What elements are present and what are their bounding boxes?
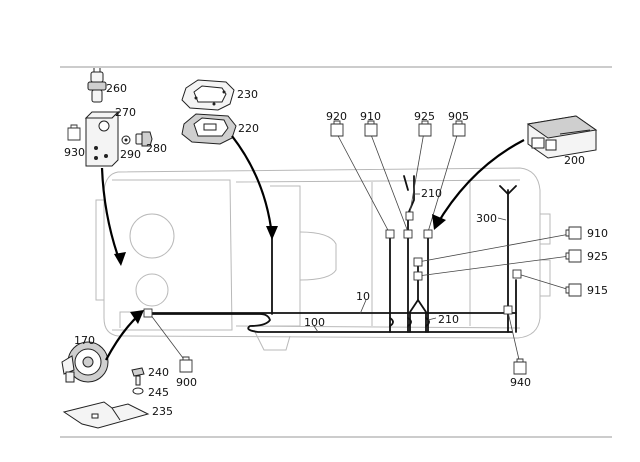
connector-905 — [423, 229, 433, 239]
callout-910-right: 910 — [565, 226, 608, 240]
arrow-lamp-to-vehicle — [231, 135, 274, 237]
vehicle-outline — [95, 167, 551, 351]
connector-plug-icon — [330, 120, 344, 137]
part-230: 230 — [181, 79, 258, 111]
label-920: 920 — [326, 110, 347, 123]
label-10: 10 — [356, 290, 370, 303]
part-220: 220 — [181, 113, 259, 145]
part-245: 245 — [132, 386, 169, 399]
arrow-bracket-to-vehicle — [100, 167, 122, 263]
label-270: 270 — [115, 106, 136, 119]
callout-920: 920 — [326, 110, 347, 137]
leader-lines — [108, 115, 571, 365]
label-905: 905 — [448, 110, 469, 123]
label-300: 300 — [476, 212, 497, 225]
part-290: 290 — [120, 135, 141, 161]
label-280: 280 — [146, 142, 167, 155]
label-910: 910 — [360, 110, 381, 123]
label-940: 940 — [510, 376, 531, 389]
callout-925-right: 925 — [565, 249, 608, 263]
callout-915-right: 915 — [565, 283, 608, 297]
label-240: 240 — [148, 366, 169, 379]
label-230: 230 — [237, 88, 258, 101]
callout-910: 910 — [360, 110, 381, 137]
connector-925 — [405, 211, 414, 221]
callout-940: 940 — [510, 358, 531, 389]
mounting-bracket-icon — [84, 110, 120, 167]
label-260: 260 — [106, 82, 127, 95]
label-915-right: 915 — [587, 284, 608, 297]
arrow-module-to-vehicle — [435, 139, 525, 227]
placement-arrows — [100, 135, 525, 361]
connector-plug-icon — [418, 120, 432, 137]
label-290: 290 — [120, 148, 141, 161]
connector-plug-icon — [513, 358, 527, 375]
callout-905: 905 — [448, 110, 469, 137]
connector-plug-icon — [67, 124, 81, 141]
label-245: 245 — [148, 386, 169, 399]
label-100: 100 — [304, 316, 325, 329]
part-260: 260 — [87, 68, 127, 103]
part-170: 170 — [61, 334, 109, 383]
label-925-right: 925 — [587, 250, 608, 263]
connector-plug-icon — [179, 356, 193, 373]
connector-plug-icon — [452, 120, 466, 137]
label-220: 220 — [238, 122, 259, 135]
connector-plug-icon — [565, 283, 582, 297]
washer-icon — [132, 387, 144, 395]
label-210-lower: 210 — [438, 313, 459, 326]
lamp-frame-icon — [181, 79, 235, 111]
label-900: 900 — [176, 376, 197, 389]
callout-930: 930 — [64, 124, 85, 159]
screw-icon — [135, 131, 153, 147]
mounting-plate-icon — [62, 401, 150, 429]
connector-plug-icon — [364, 120, 378, 137]
connector-915-mid — [512, 269, 522, 279]
wire-10 — [147, 313, 513, 333]
label-200: 200 — [564, 154, 585, 167]
harness-connectors — [143, 211, 522, 318]
connector-910-mid — [413, 257, 423, 267]
bulb-socket-icon — [87, 68, 107, 103]
arrow-horn-to-vehicle — [105, 313, 141, 361]
control-module-icon — [526, 115, 598, 159]
bolt-icon — [131, 367, 145, 386]
label-925: 925 — [414, 110, 435, 123]
label-910-right: 910 — [587, 227, 608, 240]
label-170: 170 — [74, 334, 95, 347]
part-200: 200 — [526, 115, 598, 167]
callout-925: 925 — [414, 110, 435, 137]
connector-plug-icon — [565, 249, 582, 263]
connector-910 — [403, 229, 413, 239]
callout-900: 900 — [176, 356, 197, 389]
part-280: 280 — [135, 131, 167, 155]
connector-925-mid — [413, 271, 423, 281]
lamp-housing-icon — [181, 113, 237, 145]
label-210-upper: 210 — [421, 187, 442, 200]
horn-icon — [61, 341, 109, 383]
label-930: 930 — [64, 146, 85, 159]
connector-940-mid — [503, 305, 513, 315]
part-240: 240 — [131, 366, 169, 386]
label-235: 235 — [152, 405, 173, 418]
connector-plug-icon — [565, 226, 582, 240]
connector-900-mid — [143, 308, 153, 318]
connector-920 — [385, 229, 395, 239]
part-270: 270 — [84, 106, 136, 167]
part-235: 235 — [62, 401, 173, 429]
